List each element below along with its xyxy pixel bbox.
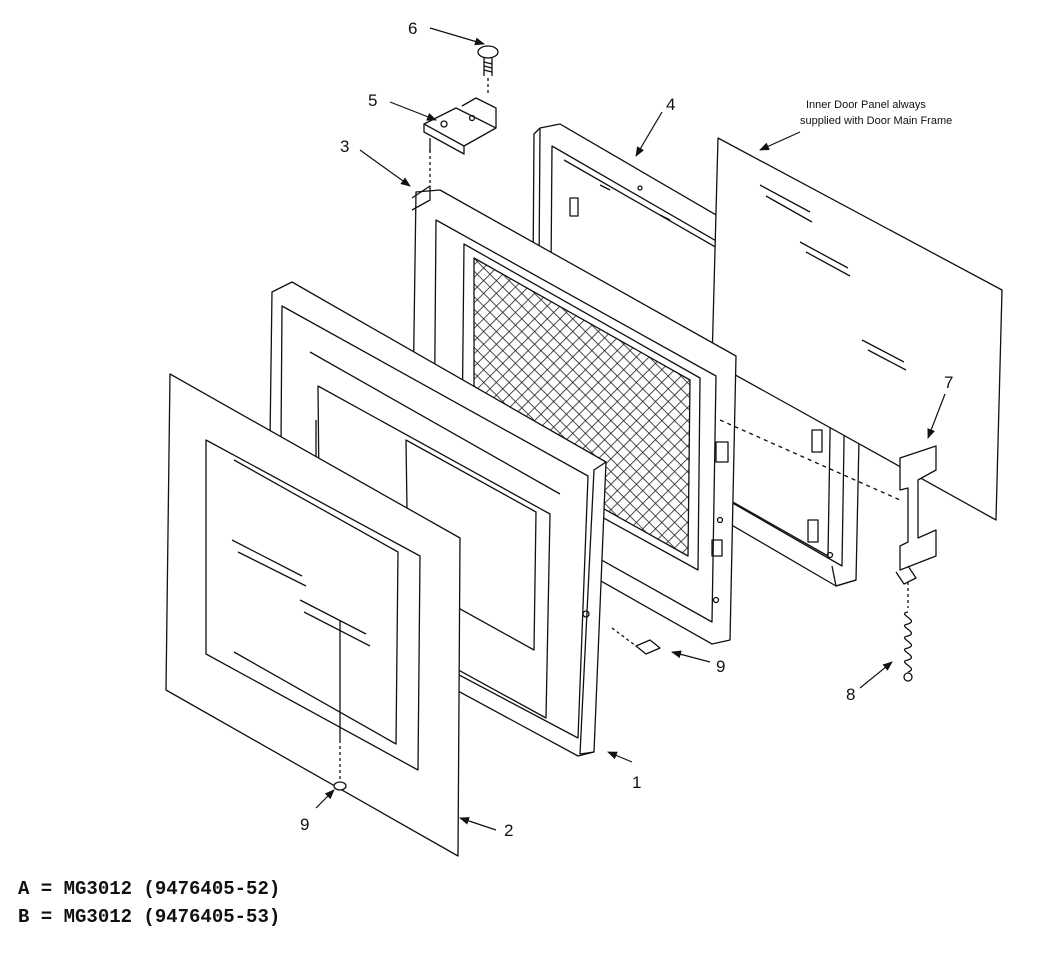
- callout-5: 5: [368, 91, 377, 110]
- latch-spring-part-8: [903, 582, 913, 682]
- inner-door-panel-glass: [711, 137, 1003, 521]
- latch-bracket-part-5: [423, 97, 497, 155]
- callout-arrows: [315, 27, 946, 831]
- choke-frame-part-3: [411, 185, 737, 645]
- note-line-1: Inner Door Panel always: [806, 99, 926, 111]
- screw-part-9-door-frame: [611, 627, 661, 655]
- model-a-label: A = MG3012 (9476405-52): [18, 878, 281, 900]
- latch-part-7: [895, 445, 937, 585]
- door-exploded-diagram: 1 2 3 4 5 6 7 8 9 9 Inner Door Panel alw…: [165, 19, 1003, 857]
- screw-part-9-door-screen: [333, 740, 347, 791]
- note-line-2: supplied with Door Main Frame: [800, 115, 952, 127]
- callout-2: 2: [504, 821, 513, 840]
- callout-8: 8: [846, 685, 855, 704]
- callout-6: 6: [408, 19, 417, 38]
- callout-7: 7: [944, 373, 953, 392]
- model-b-label: B = MG3012 (9476405-53): [18, 906, 281, 928]
- callout-1: 1: [632, 773, 641, 792]
- callout-9-door-screen: 9: [300, 815, 309, 834]
- screw-part-6: [477, 45, 499, 96]
- callout-4: 4: [666, 95, 675, 114]
- door-screen-part-2: [165, 373, 461, 857]
- callout-9-door-frame: 9: [716, 657, 725, 676]
- callout-3: 3: [340, 137, 349, 156]
